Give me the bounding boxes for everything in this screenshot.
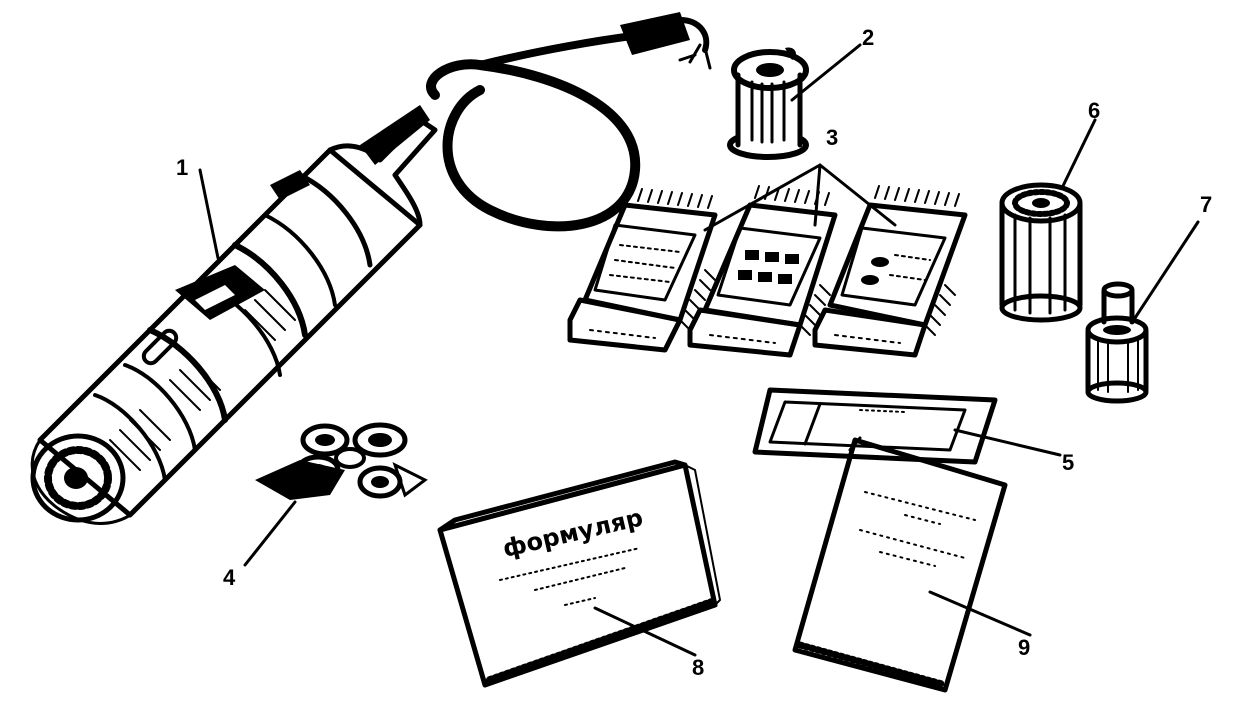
item-8-formular-book: формуляр [437, 459, 721, 688]
leader-6 [1060, 118, 1097, 190]
leader-7 [1133, 220, 1200, 320]
leader-5 [953, 428, 1062, 457]
callout-leaders [198, 43, 1200, 657]
board-a [567, 187, 718, 353]
callout-8: 8 [692, 655, 704, 680]
callout-4: 4 [223, 565, 236, 590]
item-2-spool [727, 47, 809, 160]
item-1-cable [426, 12, 712, 232]
leader-3 [703, 163, 897, 232]
item-6-spool [999, 182, 1083, 323]
board-b [687, 185, 838, 358]
callout-numbers: 1 2 3 4 5 6 7 8 9 [176, 25, 1212, 680]
item-7-bottle [1085, 281, 1149, 404]
item-3-boards [567, 185, 968, 358]
callout-7: 7 [1200, 192, 1212, 217]
board-c [812, 185, 968, 358]
item-1-tool [30, 105, 438, 525]
item-9-booklet [792, 436, 1008, 693]
callout-2: 2 [862, 25, 874, 50]
item-4-washers [255, 422, 428, 500]
leader-1 [198, 168, 220, 260]
leader-9 [928, 590, 1032, 637]
callout-1: 1 [176, 155, 188, 180]
formular-title: формуляр [500, 503, 646, 562]
callout-6: 6 [1088, 98, 1100, 123]
callout-9: 9 [1018, 635, 1030, 660]
callout-5: 5 [1062, 450, 1074, 475]
callout-3: 3 [826, 125, 838, 150]
leader-8 [593, 606, 697, 657]
item-5-card [752, 387, 998, 465]
leader-2 [790, 43, 862, 102]
leader-4 [243, 500, 297, 567]
